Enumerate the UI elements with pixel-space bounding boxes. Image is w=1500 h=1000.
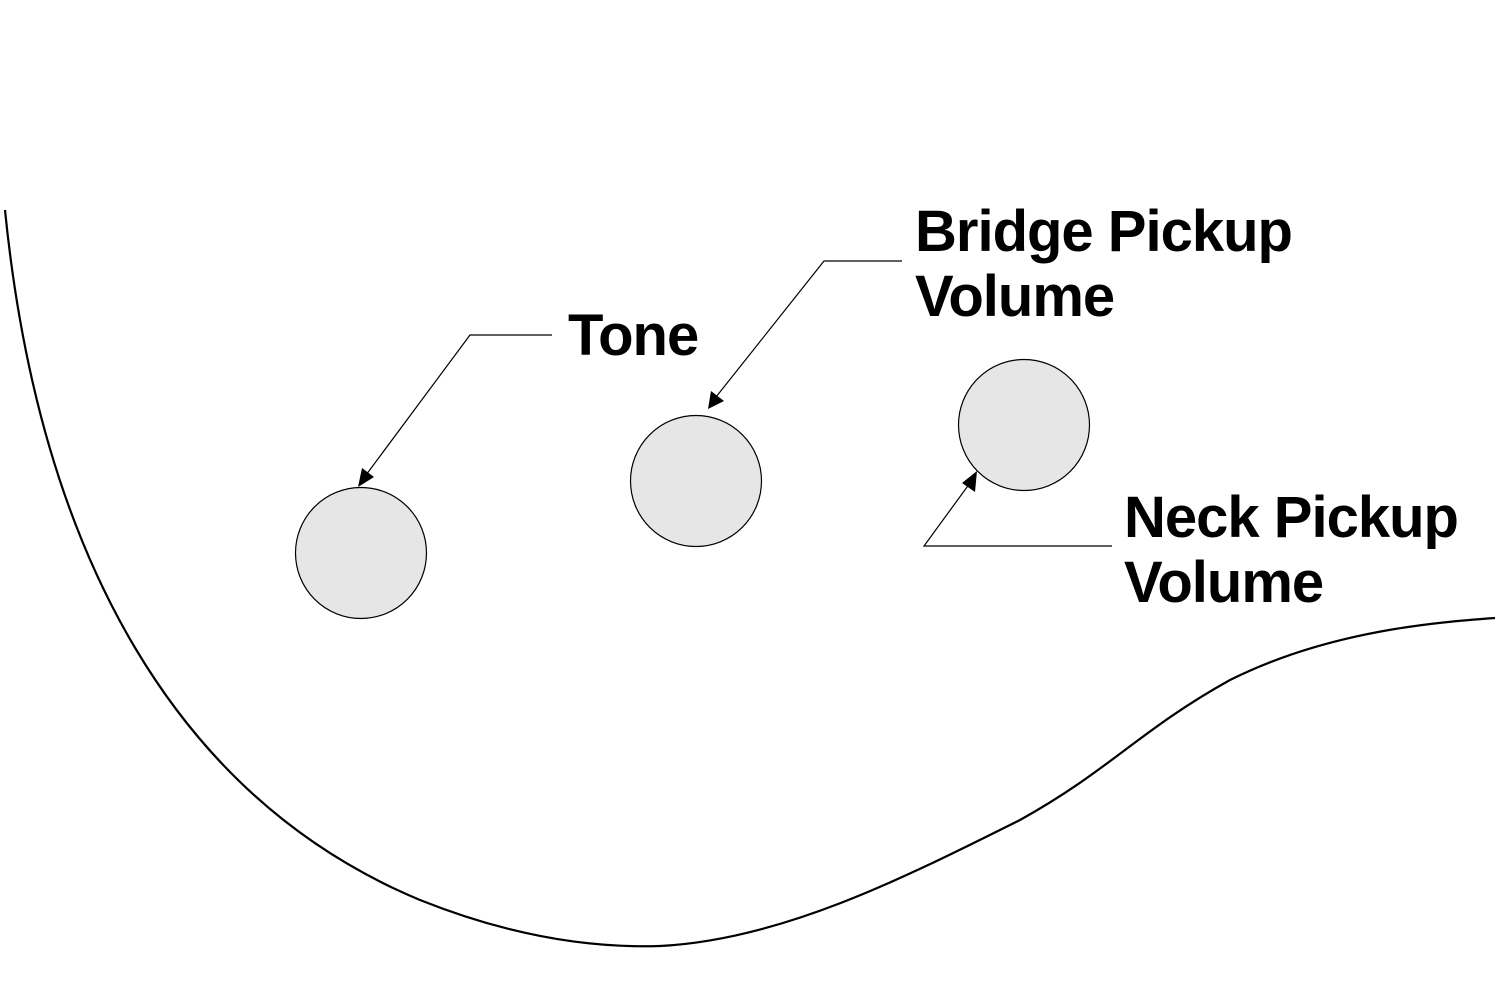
neck-pickup-volume-knob[interactable]: [957, 358, 1091, 492]
bridge-pickup-volume-label-line1: Bridge Pickup: [915, 199, 1292, 264]
bridge-volume-leader-line: [715, 260, 902, 398]
bridge-pickup-volume-label-line2: Volume: [915, 264, 1114, 329]
tone-label: Tone: [568, 303, 698, 368]
tone-knob[interactable]: [294, 486, 428, 620]
neck-pickup-volume-label-line1: Neck Pickup: [1124, 485, 1458, 550]
bridge-pickup-volume-knob[interactable]: [629, 414, 763, 548]
neck-pickup-volume-label-line2: Volume: [1124, 550, 1323, 615]
body-outline: [3, 209, 1496, 948]
tone-arrowhead: [358, 468, 374, 487]
neck-volume-arrowhead: [962, 471, 977, 492]
neck-volume-leader-line: [922, 482, 1112, 547]
tone-leader-line: [365, 334, 552, 476]
bridge-volume-arrowhead: [708, 391, 724, 409]
